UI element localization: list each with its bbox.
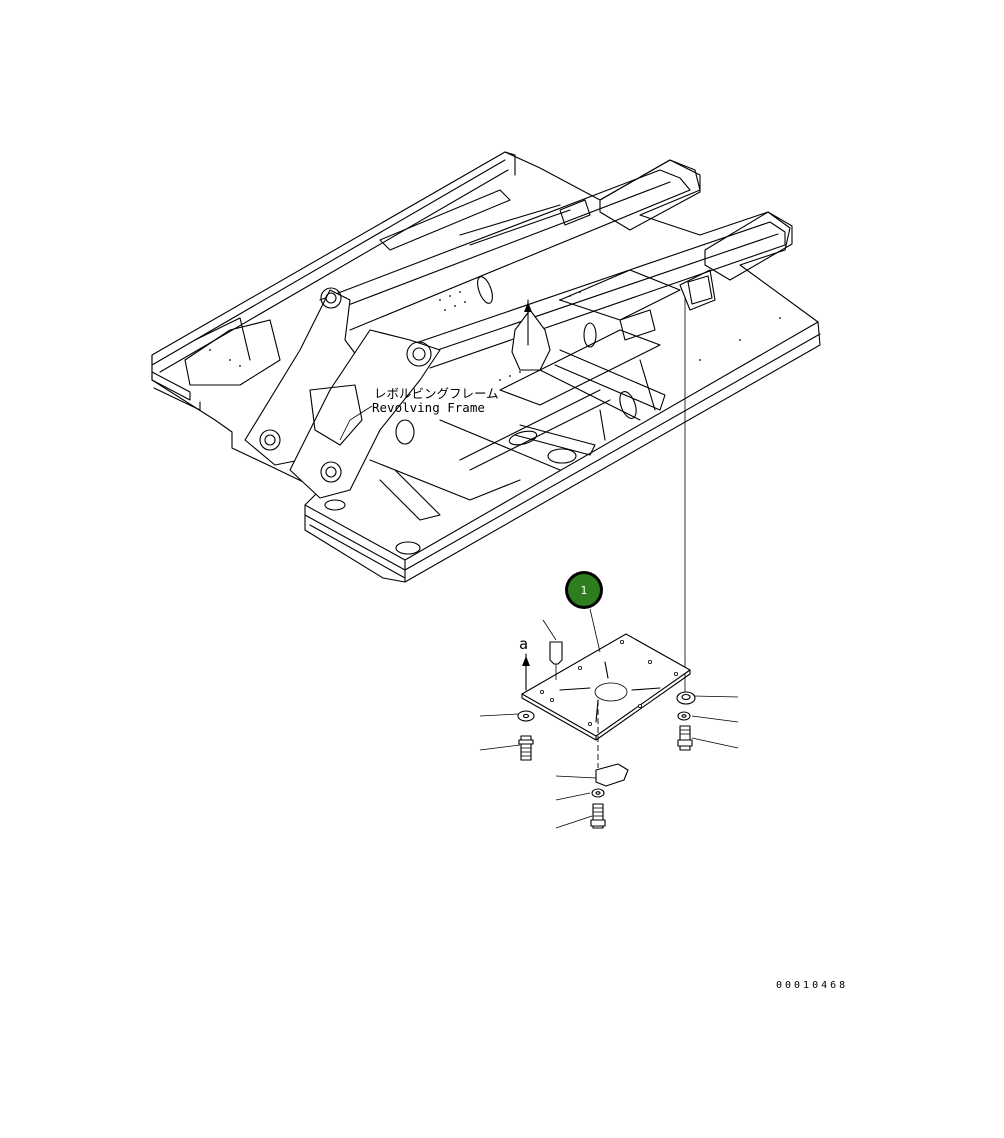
right-bolt xyxy=(677,725,739,751)
callout-number: 1 xyxy=(581,584,588,597)
callout-1[interactable]: 1 xyxy=(565,571,603,653)
callout-circle xyxy=(568,574,600,606)
part-marker-a: a xyxy=(519,635,530,691)
right-spacer xyxy=(676,691,739,705)
cap xyxy=(555,763,629,787)
cover-plate xyxy=(521,633,691,741)
revolving-frame xyxy=(151,151,821,583)
frame-label-jp: レボルビングフレーム xyxy=(374,386,499,401)
pin-bolt xyxy=(542,619,563,680)
frame-label-leader xyxy=(339,405,373,441)
left-bolt xyxy=(479,735,534,761)
part-letter: a xyxy=(519,635,528,653)
lower-washer xyxy=(555,788,605,801)
reference-number: 00010468 xyxy=(776,980,848,991)
lower-bolt xyxy=(555,803,606,829)
right-washer xyxy=(677,711,739,723)
frame-label-en: Revolving Frame xyxy=(372,400,485,415)
left-washer xyxy=(479,710,535,722)
